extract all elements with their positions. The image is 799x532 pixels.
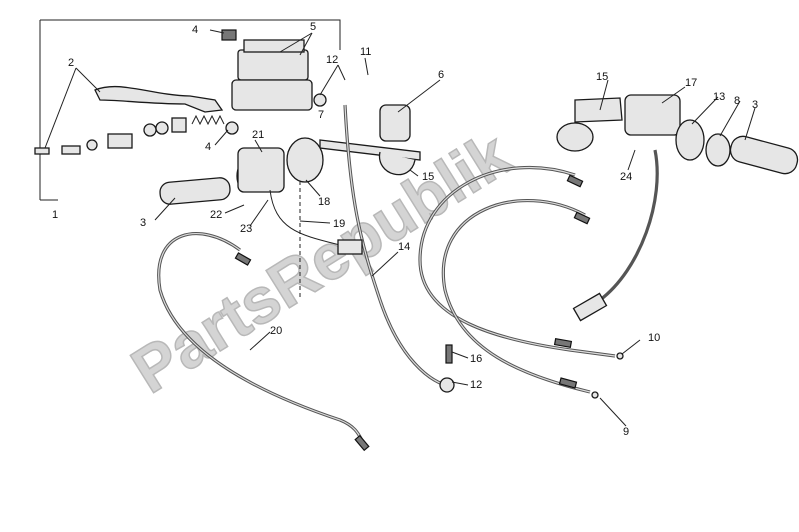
connector-19 xyxy=(337,239,363,255)
banjo-washer xyxy=(313,93,327,107)
throttle-ring-8 xyxy=(705,133,731,167)
callout-12-bottom: 12 xyxy=(470,379,482,391)
callout-12-top: 12 xyxy=(326,54,338,66)
callout-5: 5 xyxy=(310,21,316,33)
spring xyxy=(191,114,225,126)
callout-4-top: 4 xyxy=(192,24,198,36)
callout-1: 1 xyxy=(52,209,58,221)
brake-lever xyxy=(94,85,224,113)
clamp-lower xyxy=(378,151,416,176)
callout-23: 23 xyxy=(240,223,252,235)
cable-end xyxy=(573,211,591,225)
callout-3-right: 3 xyxy=(752,99,758,111)
cup xyxy=(171,117,187,133)
nut-4 xyxy=(225,121,239,135)
right-switch-wire xyxy=(599,149,659,302)
callout-6: 6 xyxy=(438,69,444,81)
nipple-10 xyxy=(616,352,624,360)
callout-22: 22 xyxy=(210,209,222,221)
reservoir-cap xyxy=(243,39,305,53)
reservoir-screw xyxy=(221,29,237,41)
cable-end xyxy=(566,174,584,188)
master-cylinder-body xyxy=(231,79,313,111)
cable-end xyxy=(354,434,370,452)
callout-15-left: 15 xyxy=(422,171,434,183)
callout-18: 18 xyxy=(318,196,330,208)
callout-9: 9 xyxy=(623,426,629,438)
handlebar-clamp xyxy=(379,104,411,142)
pin xyxy=(34,147,50,155)
callout-20: 20 xyxy=(270,325,282,337)
seal xyxy=(143,123,157,137)
nipple-9 xyxy=(591,391,599,399)
throttle-housing xyxy=(286,137,324,183)
callout-3-left: 3 xyxy=(140,217,146,229)
handlebar-tube xyxy=(319,139,421,161)
callout-11: 11 xyxy=(360,46,371,58)
callout-8: 8 xyxy=(734,95,740,107)
eyelet-12 xyxy=(439,377,455,393)
callout-14: 14 xyxy=(398,241,410,253)
cable-end xyxy=(558,377,578,389)
cable-end xyxy=(553,337,573,349)
right-clamp xyxy=(556,122,594,152)
left-switch-housing xyxy=(237,147,285,193)
callout-17: 17 xyxy=(685,77,697,89)
callout-10: 10 xyxy=(648,332,660,344)
callout-21: 21 xyxy=(252,129,264,141)
callout-16: 16 xyxy=(470,353,482,365)
left-switch-wire xyxy=(269,189,341,246)
master-cylinder-reservoir xyxy=(237,49,309,81)
right-switch-housing xyxy=(624,94,681,136)
callouts: 1 2 3 3 4 4 5 6 7 8 9 10 11 12 12 13 14 … xyxy=(52,21,758,438)
callout-13: 13 xyxy=(713,91,725,103)
left-grip xyxy=(159,177,231,205)
connector-plug xyxy=(572,292,608,322)
piston xyxy=(107,133,133,149)
assembly-bracket-1 xyxy=(39,19,341,201)
seal xyxy=(155,121,169,135)
callout-4-bottom: 4 xyxy=(205,141,211,153)
callout-7: 7 xyxy=(318,109,324,121)
cable-9 xyxy=(441,199,591,394)
cable-end xyxy=(234,252,252,266)
leader-lines xyxy=(44,29,756,427)
right-bar-end xyxy=(574,97,623,123)
callout-19: 19 xyxy=(333,218,345,230)
bushing xyxy=(61,145,81,155)
callout-24: 24 xyxy=(620,171,632,183)
throttle-body-13 xyxy=(675,119,705,161)
right-grip xyxy=(729,135,799,175)
washer xyxy=(86,139,98,151)
screw-16 xyxy=(445,344,453,364)
callout-15-right: 15 xyxy=(596,71,608,83)
callout-2: 2 xyxy=(68,57,74,69)
